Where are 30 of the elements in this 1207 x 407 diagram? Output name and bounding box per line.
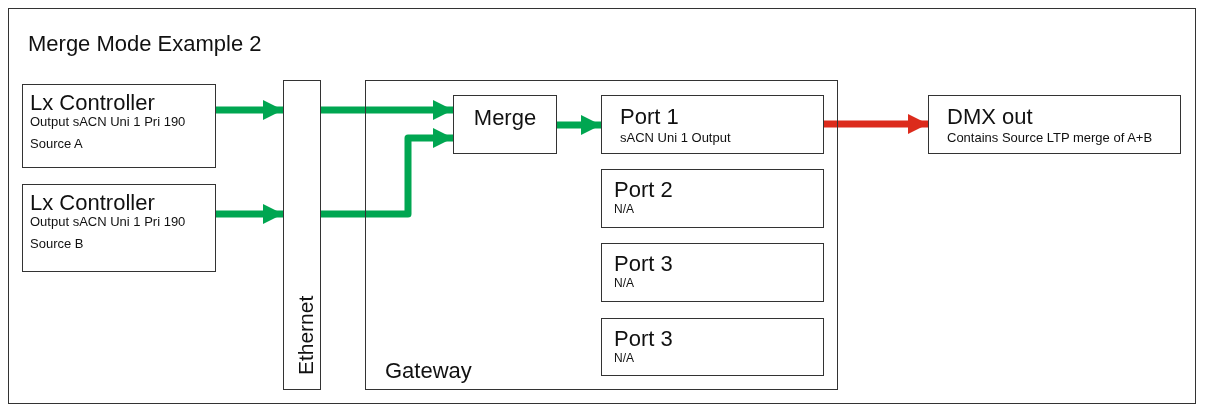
box-detail: N/A bbox=[613, 202, 635, 217]
box-detail: Source B bbox=[29, 235, 85, 252]
gateway-box bbox=[365, 80, 838, 390]
box-detail: N/A bbox=[613, 351, 635, 366]
box-heading: Port 3 bbox=[613, 325, 674, 352]
box-detail: sACN Uni 1 Output bbox=[619, 129, 732, 146]
box-detail: Output sACN Uni 1 Pri 190 bbox=[29, 115, 187, 130]
box-heading: DMX out bbox=[946, 103, 1034, 130]
box-heading: Port 3 bbox=[613, 250, 674, 277]
ethernet-bar bbox=[283, 80, 321, 390]
box-heading: Port 2 bbox=[613, 176, 674, 203]
controller-box bbox=[22, 184, 216, 272]
box-detail: Source A bbox=[29, 135, 84, 152]
group-label: Gateway bbox=[385, 358, 472, 383]
port-box bbox=[601, 243, 824, 302]
box-detail: N/A bbox=[613, 276, 635, 291]
diagram-title: Merge Mode Example 2 bbox=[28, 31, 262, 57]
box-detail: Contains Source LTP merge of A+B bbox=[946, 129, 1154, 146]
box-heading: Port 1 bbox=[619, 103, 680, 130]
merge-box bbox=[453, 95, 557, 154]
box-detail: Output sACN Uni 1 Pri 190 bbox=[29, 215, 187, 230]
box-heading: Lx Controller bbox=[29, 89, 156, 116]
controller-box bbox=[22, 84, 216, 168]
port-box bbox=[601, 95, 824, 154]
port-box bbox=[601, 318, 824, 376]
network-label: Ethernet bbox=[293, 295, 317, 375]
port-box bbox=[601, 169, 824, 228]
box-heading: Merge bbox=[472, 104, 538, 131]
port-box bbox=[928, 95, 1181, 154]
box-heading: Lx Controller bbox=[29, 189, 156, 216]
